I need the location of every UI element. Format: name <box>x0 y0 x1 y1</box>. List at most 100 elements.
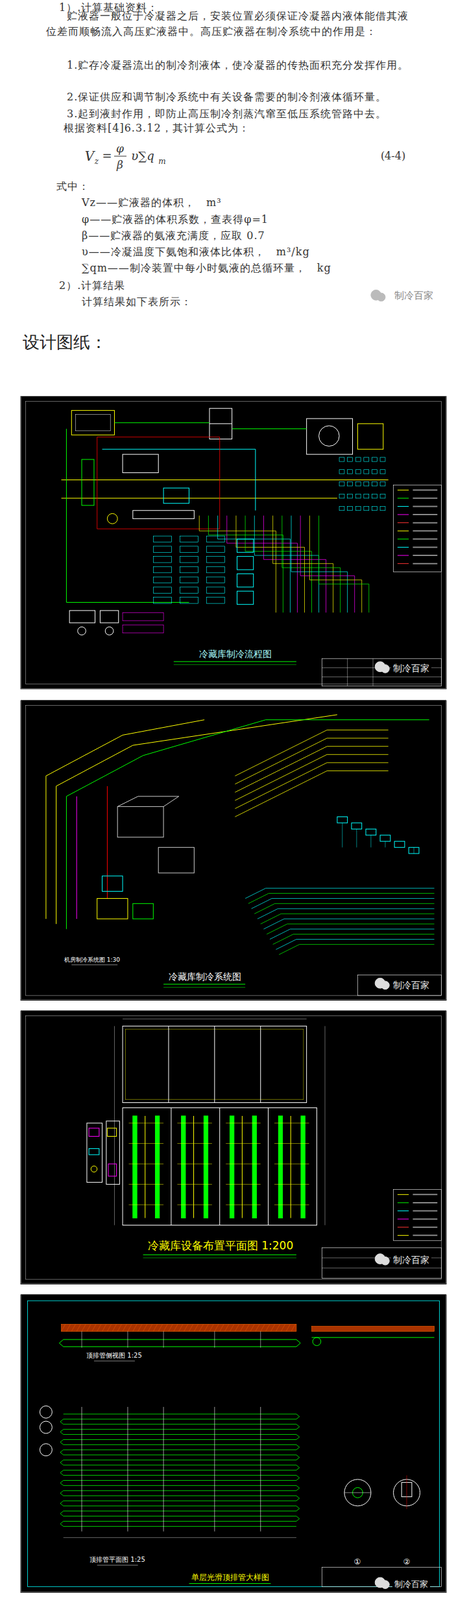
cad-line <box>274 1144 310 1145</box>
drawing-sheet: 冷藏库制冷流程图 <box>20 396 447 690</box>
cad-line <box>282 516 341 614</box>
cad-box <box>153 598 172 604</box>
cad-box <box>300 1116 305 1220</box>
formula-symbol: V <box>84 148 95 165</box>
callout-number: ② <box>401 1558 413 1568</box>
cad-line <box>397 1195 409 1197</box>
cad-box <box>237 539 254 553</box>
cad-box <box>394 841 405 848</box>
cad-box <box>122 454 159 473</box>
cad-circle <box>90 1166 97 1173</box>
cad-line <box>179 1325 183 1333</box>
cad-line <box>397 1203 409 1204</box>
cad-line <box>127 1325 132 1333</box>
cad-line <box>143 1258 297 1260</box>
cad-line <box>296 1466 300 1472</box>
cad-box <box>321 1248 442 1280</box>
cad-circle <box>39 1445 52 1458</box>
cad-line <box>86 1325 91 1333</box>
cad-box <box>20 1011 447 1286</box>
cad-box <box>347 482 353 487</box>
cad-box <box>102 876 124 893</box>
cad-box <box>132 904 154 920</box>
cad-line <box>63 1501 297 1503</box>
formula-symbol: β <box>116 158 124 172</box>
cad-line <box>107 1325 111 1333</box>
cad-box <box>206 536 225 543</box>
paragraph: 根据资料[4]6.3.12，其计算公式为： <box>63 120 250 137</box>
cad-line <box>76 1325 81 1333</box>
cad-line <box>60 1471 64 1477</box>
watermark: 制冷百家 <box>391 980 432 992</box>
cad-line <box>278 945 434 956</box>
cad-line <box>199 1325 204 1333</box>
cad-line <box>81 1325 86 1333</box>
cad-box <box>81 459 95 506</box>
cad-line <box>158 1325 163 1333</box>
cad-line <box>234 1325 239 1333</box>
view-label: 顶排管侧视图 1:25 <box>84 1353 144 1361</box>
cad-line <box>60 1461 64 1467</box>
cad-box <box>371 482 377 487</box>
cad-line <box>245 516 312 614</box>
cad-box <box>206 566 225 573</box>
formula-subscript: z <box>94 156 99 167</box>
cad-box <box>209 408 233 440</box>
cad-line <box>217 516 291 614</box>
cad-line <box>63 1430 297 1431</box>
cad-box <box>20 1295 447 1595</box>
cad-box <box>153 536 172 543</box>
cad-box <box>27 1301 440 1588</box>
cad-line <box>225 1144 261 1145</box>
cad-line <box>204 1325 209 1333</box>
cad-line <box>321 1268 442 1270</box>
cad-box <box>179 557 198 563</box>
cad-line <box>412 489 438 491</box>
cad-line <box>63 1435 297 1437</box>
formula-symbol: φ <box>116 142 124 156</box>
cad-line <box>412 546 438 549</box>
cad-box <box>339 506 345 511</box>
cad-line <box>129 1164 165 1166</box>
drawing-title: 单层光滑顶排管大样图 <box>189 1574 272 1584</box>
cad-line <box>71 965 118 966</box>
cad-line <box>97 437 220 530</box>
cad-line <box>234 738 388 785</box>
cad-box <box>181 1116 186 1220</box>
cad-line <box>60 1502 64 1508</box>
cad-box <box>380 836 391 842</box>
cad-line <box>384 841 386 848</box>
cad-line <box>234 730 388 777</box>
cad-line <box>236 516 305 614</box>
cad-line <box>177 1124 213 1125</box>
cad-line <box>412 1211 438 1213</box>
cad-line <box>209 1325 214 1333</box>
cad-line <box>265 1325 270 1333</box>
cad-line <box>296 1415 300 1421</box>
cad-box <box>25 706 442 997</box>
cad-line <box>112 1325 117 1333</box>
cad-box <box>347 457 353 462</box>
cad-line <box>114 422 210 424</box>
equation-number: (4-4) <box>380 149 406 163</box>
cad-line <box>260 1408 261 1533</box>
cad-line <box>412 1227 438 1230</box>
cad-box <box>206 546 225 553</box>
cad-line <box>199 516 276 614</box>
cad-line <box>274 1205 310 1207</box>
cad-line <box>412 1203 438 1205</box>
cad-line <box>102 449 256 512</box>
cad-line <box>219 1108 220 1226</box>
cad-line <box>286 1325 290 1333</box>
cad-box <box>355 494 361 499</box>
cad-line <box>147 1325 152 1333</box>
cad-box <box>311 1327 435 1333</box>
cad-line <box>61 1325 66 1333</box>
cad-line <box>129 1205 165 1207</box>
watermark: 制冷百家 <box>391 663 432 675</box>
cad-line <box>296 1436 300 1442</box>
cad-box <box>237 591 254 605</box>
cad-line <box>245 1325 250 1333</box>
cad-line <box>239 1325 244 1333</box>
symbol-definition: β——贮液器的氨液充满度，应取 0.7 <box>81 228 266 244</box>
